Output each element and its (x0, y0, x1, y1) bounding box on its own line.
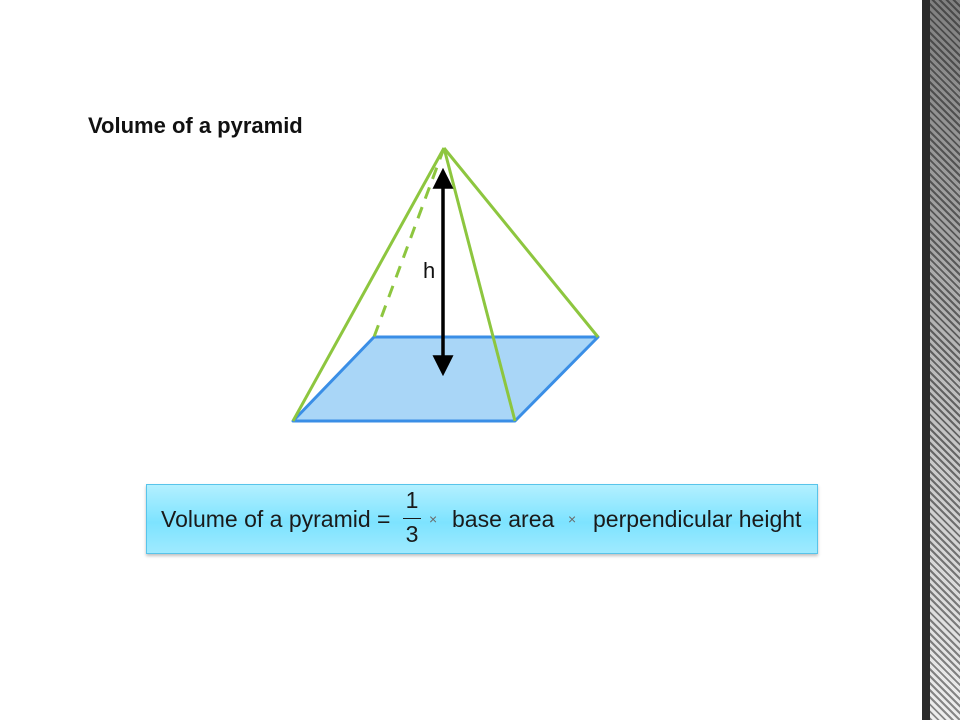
pyramid-base (291, 335, 600, 423)
slide-title: Volume of a pyramid (88, 113, 303, 138)
slide-edge-decoration (922, 0, 960, 720)
fraction-numerator: 1 (405, 487, 419, 513)
fraction-one-third: 1 3 (402, 487, 422, 551)
edge-front-right (442, 147, 517, 422)
edge-back-right (442, 147, 600, 338)
hidden-edge (372, 147, 446, 338)
height-label: h (423, 258, 435, 283)
formula-box: Volume of a pyramid = 1 3 × base area × … (146, 484, 818, 554)
formula-perpendicular-height: perpendicular height (593, 506, 802, 532)
fraction-denominator: 3 (405, 521, 419, 547)
formula-base-area: base area (452, 506, 555, 532)
formula-lhs: Volume of a pyramid = (161, 506, 391, 532)
fraction-bar (403, 518, 421, 519)
times-symbol: × (568, 511, 577, 527)
edge-front-left (291, 147, 446, 422)
times-symbol: × (429, 511, 438, 527)
